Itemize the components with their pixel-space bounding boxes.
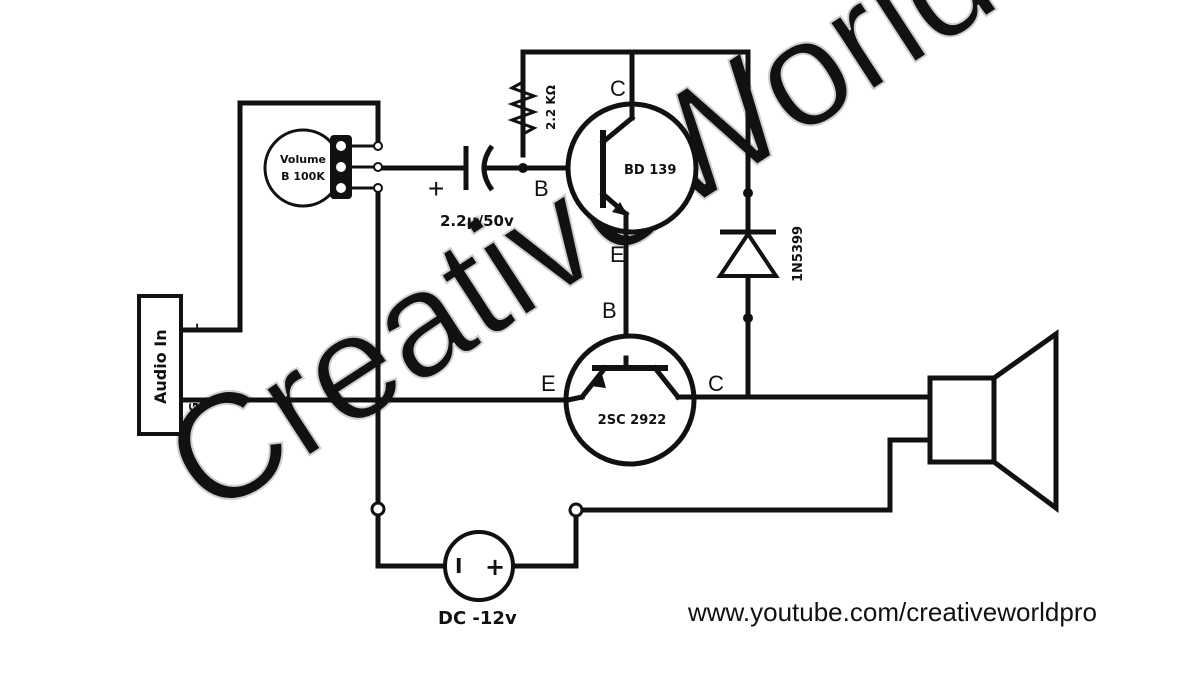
capacitor: + 2.2µ/50v bbox=[428, 144, 514, 230]
diode-label: 1N5399 bbox=[791, 226, 806, 282]
capacitor-label: 2.2µ/50v bbox=[440, 212, 514, 230]
bd139-base-label: B bbox=[534, 176, 549, 201]
junction-dots bbox=[374, 163, 753, 404]
capacitor-polarity-plus: + bbox=[428, 173, 444, 204]
2sc2922-base-label: B bbox=[602, 298, 617, 323]
junction-dot bbox=[743, 313, 753, 323]
junction-dot bbox=[374, 396, 382, 404]
junction-dot bbox=[743, 188, 753, 198]
volume-pot-label-line1: Volume bbox=[280, 153, 326, 166]
bd139-emitter-label: E bbox=[610, 242, 625, 267]
2sc2922-collector-label: C bbox=[708, 371, 724, 396]
dc-source: I + DC -12v bbox=[370, 501, 584, 629]
audio-pin-ground-label: G bbox=[187, 402, 201, 412]
transistor-2sc2922: 2SC 2922 B E C bbox=[541, 298, 724, 467]
audio-input-label: Audio In bbox=[151, 329, 170, 404]
resistor: 2.2 KΩ bbox=[507, 70, 558, 146]
transistor-bd139: BD 139 C B E bbox=[534, 76, 699, 267]
audio-pin-left-label: L bbox=[187, 323, 201, 331]
junction-dot bbox=[518, 163, 528, 173]
2sc2922-emitter-label: E bbox=[541, 371, 556, 396]
bd139-collector-label: C bbox=[610, 76, 626, 101]
wire-audio-left bbox=[182, 100, 381, 333]
dc-source-label: DC -12v bbox=[438, 608, 517, 629]
wire-dc-right bbox=[510, 513, 579, 569]
bd139-name: BD 139 bbox=[624, 163, 676, 178]
wire-top-rail bbox=[520, 49, 751, 193]
diode-1n5399: 1N5399 bbox=[716, 226, 806, 282]
volume-potentiometer: Volume B 100K bbox=[263, 128, 383, 208]
resistor-label: 2.2 KΩ bbox=[544, 85, 558, 130]
volume-pot-label-line2: B 100K bbox=[281, 170, 325, 183]
wires bbox=[182, 49, 933, 569]
speaker bbox=[927, 329, 1059, 513]
audio-input-connector: Audio In L G bbox=[137, 294, 201, 436]
dc-pos-symbol: + bbox=[485, 553, 505, 581]
wire-supply-speaker bbox=[580, 437, 933, 513]
footer-url: www.youtube.com/creativeworldpro bbox=[687, 597, 1097, 627]
dc-neg-symbol: I bbox=[455, 554, 462, 578]
2sc2922-name: 2SC 2922 bbox=[598, 413, 667, 428]
wire-dc-left bbox=[375, 512, 448, 569]
